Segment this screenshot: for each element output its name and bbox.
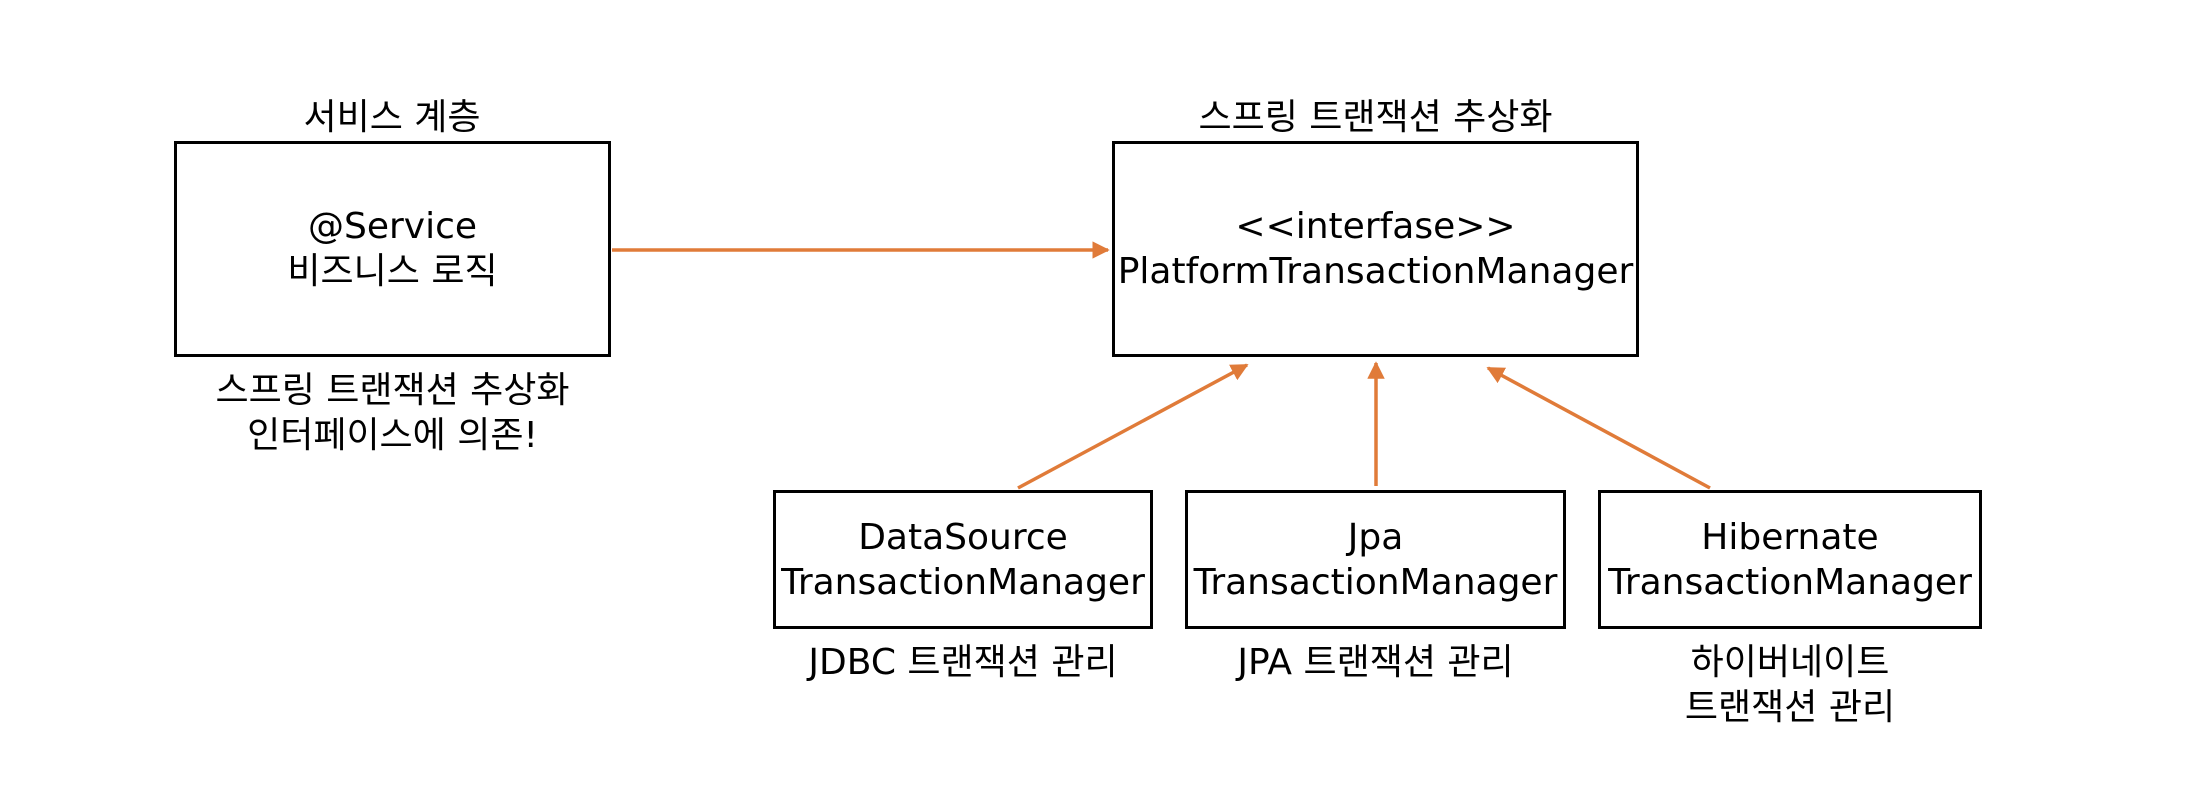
service-caption-line2: 인터페이스에 의존!: [247, 415, 538, 456]
impl-box-line1: Hibernate: [1701, 516, 1879, 558]
service-box-annotation: @Service: [307, 206, 478, 247]
impl-box-line1: Jpa: [1347, 516, 1404, 558]
impl-box-line2: TransactionManager: [1193, 561, 1558, 603]
interface-name: PlatformTransactionManager: [1117, 251, 1634, 292]
impl-box-line1: DataSource: [858, 516, 1068, 558]
service-box: @Service 비즈니스 로직: [174, 141, 611, 357]
service-box-label: 비즈니스 로직: [287, 251, 498, 292]
impl-caption-line1: 하이버네이트: [1690, 642, 1890, 683]
jpa-caption: JPA 트랜잭션 관리: [1185, 640, 1566, 685]
impl-caption-line1: JPA 트랜잭션 관리: [1237, 642, 1514, 683]
impl-box-line2: TransactionManager: [1608, 561, 1972, 603]
impl-caption-line1: JDBC 트랜잭션 관리: [808, 642, 1118, 683]
interface-stereotype: <<interfase>>: [1235, 206, 1516, 247]
datasource-to-interface-arrow: [1017, 363, 1249, 490]
hibernate-transaction-manager-box: Hibernate TransactionManager: [1598, 490, 1982, 629]
service-layer-title: 서비스 계층: [303, 97, 481, 138]
impl-caption-line2: 트랜잭션 관리: [1684, 687, 1896, 728]
platform-transaction-manager-box: <<interfase>> PlatformTransactionManager: [1112, 141, 1639, 357]
datasource-caption: JDBC 트랜잭션 관리: [773, 640, 1153, 685]
abstraction-title: 스프링 트랜잭션 추상화: [1198, 97, 1553, 138]
datasource-transaction-manager-box: DataSource TransactionManager: [773, 490, 1153, 629]
service-layer-caption: 스프링 트랜잭션 추상화 인터페이스에 의존!: [120, 368, 665, 458]
impl-box-line2: TransactionManager: [781, 561, 1145, 603]
hibernate-caption: 하이버네이트 트랜잭션 관리: [1598, 640, 1982, 730]
hibernate-to-interface-arrow: [1486, 366, 1711, 490]
service-caption-line1: 스프링 트랜잭션 추상화: [215, 370, 570, 411]
jpa-transaction-manager-box: Jpa TransactionManager: [1185, 490, 1566, 629]
